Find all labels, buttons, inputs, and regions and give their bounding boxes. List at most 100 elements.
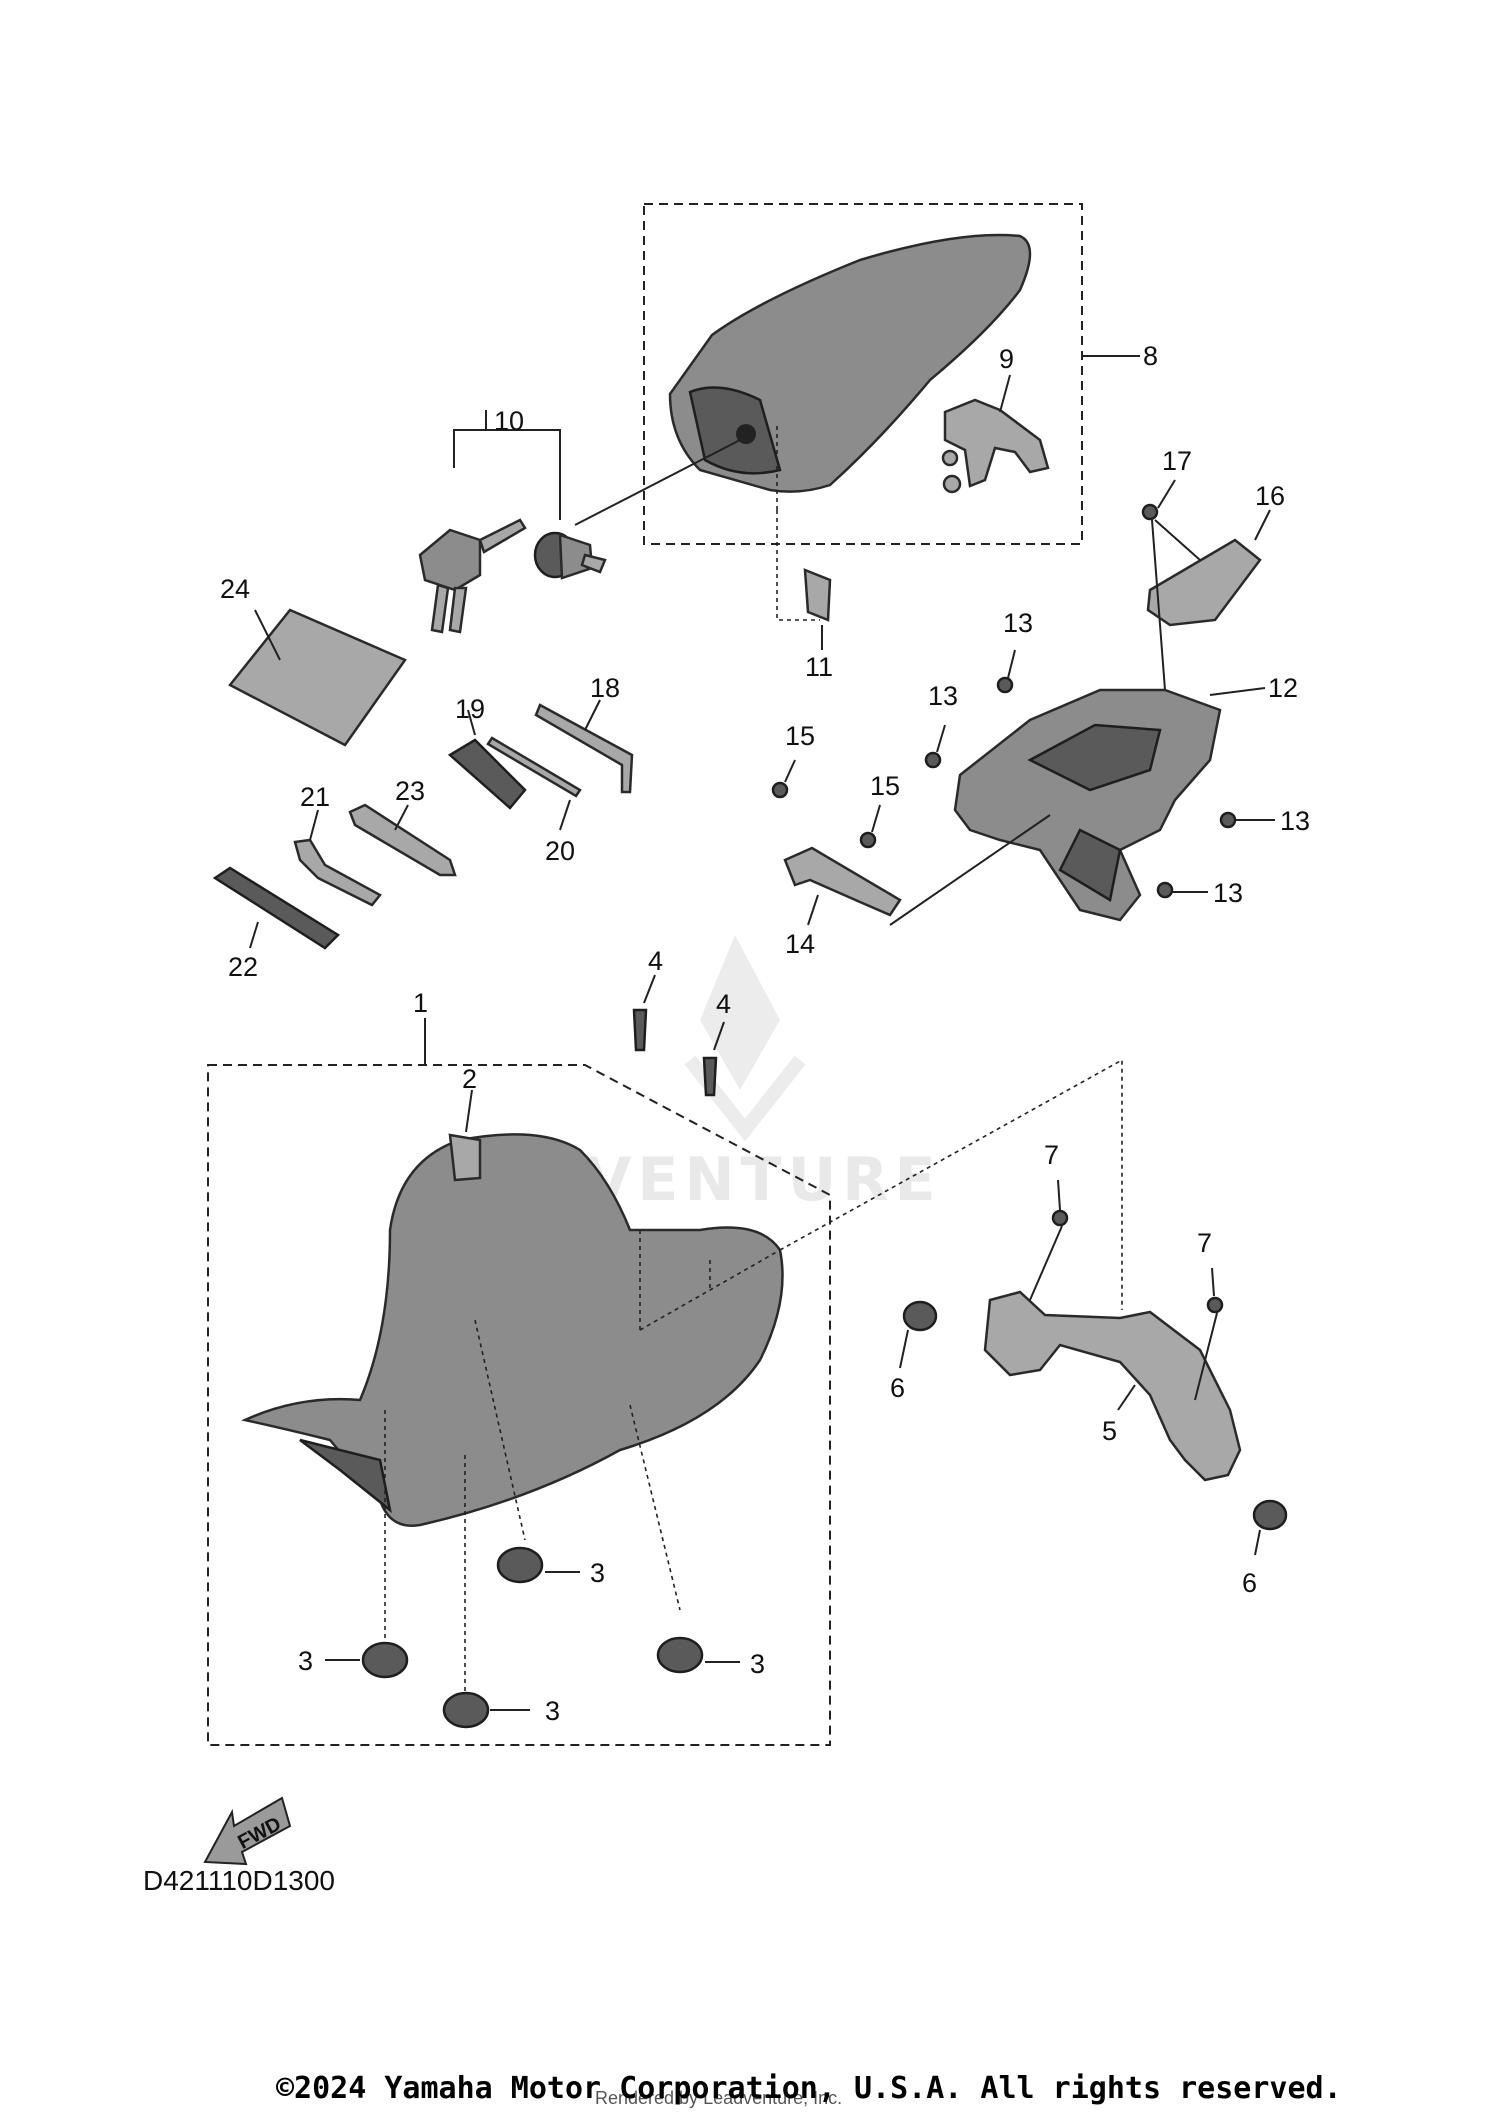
callout-5: 5: [1102, 1416, 1117, 1446]
seat-frame-leg: [1058, 828, 1122, 902]
callout-22: 22: [228, 952, 258, 982]
bracket-link-line: [889, 814, 1051, 926]
tool-bag-part: [212, 866, 340, 950]
callout-17: 17: [1162, 446, 1192, 476]
leader-16: [1254, 509, 1271, 541]
callout-6-b: 6: [1242, 1568, 1257, 1598]
rendered-by-text: Rendered by Leadventure, Inc.: [595, 2088, 842, 2108]
callout-4-a: 4: [648, 946, 663, 976]
watermark-text: VENTURE: [585, 1145, 941, 1215]
callout-2: 2: [462, 1064, 477, 1094]
callout-13-c: 13: [1280, 806, 1310, 836]
bolt-13-d: [1156, 881, 1174, 899]
leader-13-a: [1007, 649, 1016, 679]
callout-24: 24: [220, 574, 250, 604]
leader-20: [559, 799, 571, 831]
leader-21: [309, 809, 319, 841]
damper-3-c: [656, 1636, 704, 1674]
callout-6-a: 6: [890, 1373, 905, 1403]
leader-4-b: [713, 1021, 725, 1051]
bolt-15-b: [859, 831, 877, 849]
bolt-13-a: [996, 676, 1014, 694]
fwd-arrow-icon: FWD: [203, 1796, 292, 1866]
rear-seat-group-box: [643, 203, 1083, 545]
seat-hook-part: [941, 398, 1050, 494]
callout-19: 19: [455, 694, 485, 724]
screwdriver-part: [486, 736, 582, 798]
callout-4-b: 4: [716, 989, 731, 1019]
damper-3-b: [361, 1641, 409, 1679]
ignition-lock-part: [533, 531, 607, 580]
rear-seat-lock-face: [688, 386, 782, 475]
seat-mount-dotted-lines: [384, 1230, 711, 1700]
leader-7-a: [1057, 1179, 1061, 1211]
leader-22: [249, 921, 259, 949]
bolt-4-a: [632, 1008, 648, 1052]
callout-15-a: 15: [785, 721, 815, 751]
main-seat-underside: [299, 1438, 392, 1514]
leader-13-b: [936, 724, 946, 753]
callout-10: 10: [494, 406, 524, 436]
main-seat-group-box: [207, 1064, 831, 1746]
callout-13-b: 13: [928, 681, 958, 711]
callout-7-a: 7: [1044, 1140, 1059, 1170]
leader-6-a: [899, 1329, 909, 1369]
callout-21: 21: [300, 782, 330, 812]
leader-14: [807, 894, 819, 926]
bolt-13-c: [1219, 811, 1237, 829]
bolt-15-a: [771, 781, 789, 799]
leader-7-b: [1211, 1267, 1215, 1297]
callout-3-c: 3: [750, 1649, 765, 1679]
leader-15-a: [784, 759, 796, 783]
main-seat: [241, 1133, 784, 1527]
leader-6-b: [1254, 1529, 1261, 1556]
callout-3-b: 3: [298, 1646, 313, 1676]
callout-8: 8: [1143, 341, 1158, 371]
rear-seat-lock-hole: [736, 424, 756, 444]
diagram-code: D421110D1300: [143, 1865, 335, 1896]
grommet-6-a: [902, 1300, 938, 1332]
leader-15-b: [871, 804, 881, 833]
owner-manual-part: [228, 608, 407, 747]
leader-17: [1157, 479, 1176, 509]
bracket-bar-part: [783, 846, 902, 917]
callout-9: 9: [999, 344, 1014, 374]
callout-12: 12: [1268, 673, 1298, 703]
seat-bracket-part: [983, 1290, 1242, 1482]
callout-23: 23: [395, 776, 425, 806]
leader-2: [465, 1089, 473, 1133]
leader-18: [584, 699, 601, 731]
bolt-13-b: [924, 751, 942, 769]
seat-frame-opening: [1027, 723, 1162, 792]
callout-14: 14: [785, 929, 815, 959]
lock-link-line: [574, 439, 741, 526]
watermark-logo: [684, 935, 806, 1142]
wrench-small-part: [293, 838, 382, 907]
leader-4-a: [643, 974, 656, 1004]
callout-13-a: 13: [1003, 608, 1033, 638]
leader-19: [467, 709, 476, 736]
callout-15-b: 15: [870, 771, 900, 801]
hex-wrench-part: [534, 703, 634, 794]
leader-23: [394, 804, 409, 831]
bolt-4-b: [702, 1056, 718, 1097]
callout-1: 1: [413, 988, 428, 1018]
callout-13-d: 13: [1213, 878, 1243, 908]
leader-12: [1209, 687, 1266, 696]
leader-24: [254, 609, 281, 661]
seat-clip-part: [803, 568, 832, 622]
seat-strap-part: [448, 1133, 482, 1182]
callout-3-a: 3: [590, 1558, 605, 1588]
bolt-7-a: [1051, 1209, 1069, 1227]
grommet-6-b: [1252, 1499, 1288, 1531]
callout-7-b: 7: [1197, 1228, 1212, 1258]
seat-link-dotted-line: [639, 1058, 1123, 1331]
damper-3-d: [442, 1691, 490, 1729]
bolt-7-links: [1029, 1225, 1218, 1401]
callout-3-d: 3: [545, 1696, 560, 1726]
spark-plug-wrench-part: [447, 738, 527, 810]
bolt-7-b: [1206, 1296, 1224, 1314]
bracket-plate-part: [1146, 538, 1262, 627]
callout-20: 20: [545, 836, 575, 866]
